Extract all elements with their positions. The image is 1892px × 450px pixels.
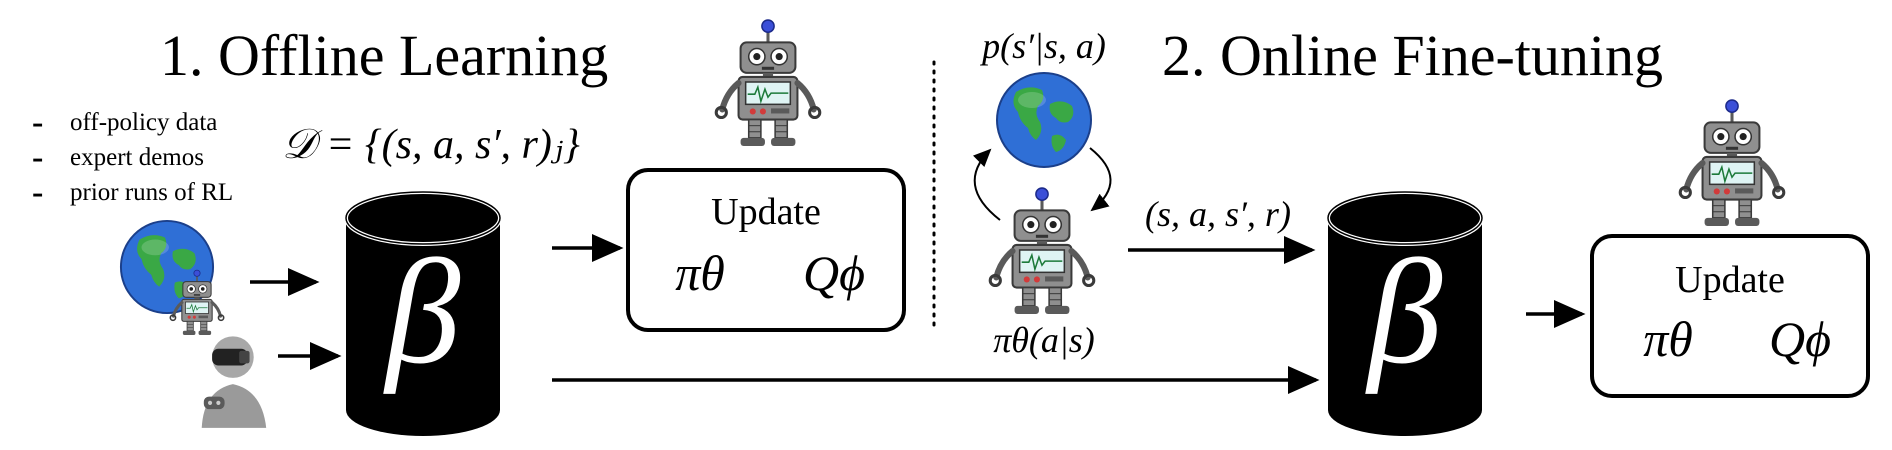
bullet-off-policy-data: off-policy data [70, 109, 217, 136]
environment-dynamics-label: p(s′|s, a) [979, 26, 1106, 66]
online-title: 2. Online Fine-tuning [1162, 23, 1663, 88]
bullet-expert-demos: expert demos [70, 144, 204, 171]
offline-update-policy: πθ [675, 245, 725, 301]
online-update-box: Update πθ Qϕ [1590, 234, 1870, 398]
loop-arrow-earth-to-robot [1089, 147, 1112, 212]
offline-update-box: Update πθ Qϕ [626, 168, 906, 332]
online-buffer-beta: β [1365, 229, 1443, 395]
offline-update-critic: Qϕ [803, 245, 865, 301]
online-update-critic: Qϕ [1769, 311, 1831, 367]
loop-arrow-robot-to-earth [973, 148, 1001, 221]
bullet-dash: - [32, 139, 43, 176]
robot-icon [716, 20, 820, 146]
offline-replay-buffer: β [344, 190, 502, 436]
online-update-title: Update [1675, 259, 1785, 301]
earth-icon [996, 72, 1092, 168]
offline-title: 1. Offline Learning [160, 23, 608, 88]
online-replay-buffer: β [1326, 190, 1484, 436]
database-icon [1328, 218, 1482, 436]
offline-update-title: Update [711, 191, 821, 233]
vr-person-icon [201, 336, 267, 428]
robot-icon [1680, 100, 1784, 226]
offline-data-sources-list: - off-policy data - expert demos - prior… [32, 104, 233, 211]
bullet-dash: - [32, 104, 43, 141]
bullet-dash: - [32, 174, 43, 211]
transition-label: (s, a, s′, r) [1145, 194, 1291, 234]
bullet-prior-runs-of-rl: prior runs of RL [70, 179, 233, 206]
database-icon [346, 218, 500, 436]
dataset-label: 𝒟 = {(s, a, s′, r)ⱼ} [282, 122, 580, 168]
online-update-policy: πθ [1643, 311, 1693, 367]
robot-icon [990, 188, 1094, 314]
offline-buffer-beta: β [383, 229, 461, 395]
earth-robot-source [119, 219, 226, 336]
policy-label: πθ(a|s) [993, 320, 1095, 360]
